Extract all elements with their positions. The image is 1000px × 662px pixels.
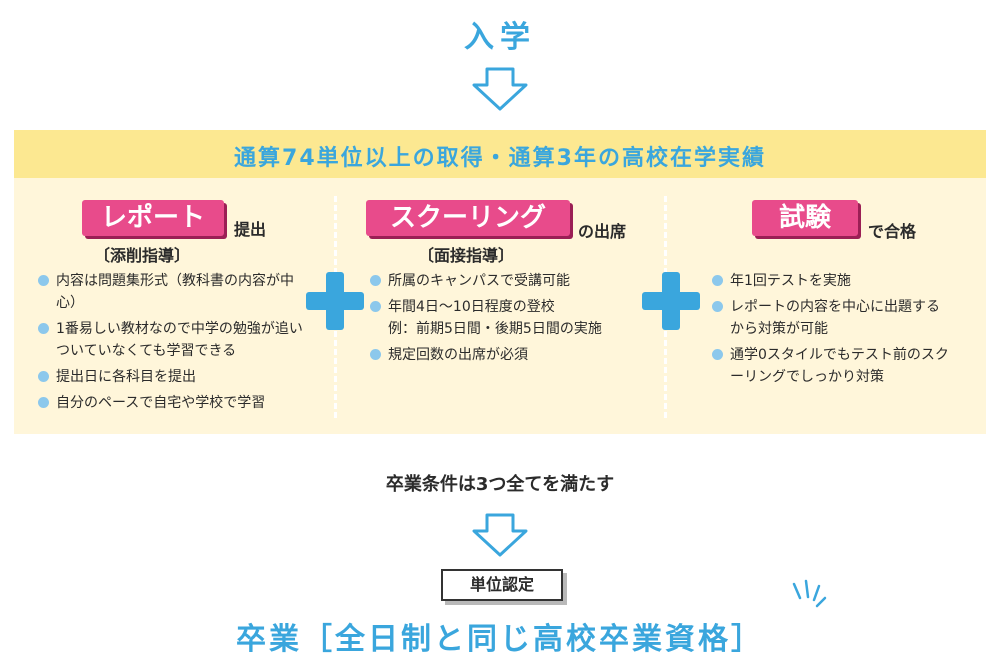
bullet-dot-icon — [38, 323, 49, 334]
list-item: 通学0スタイルでもテスト前のスクーリングでしっかり対策 — [712, 344, 952, 388]
report-list: 内容は問題集形式（教科書の内容が中心） 1番易しい教材なので中学の勉強が追いつい… — [38, 270, 308, 418]
list-item: 規定回数の出席が必須 — [370, 344, 640, 366]
bullet-dot-icon — [370, 275, 381, 286]
report-suffix: 提出 — [234, 220, 267, 239]
list-item: 1番易しい教材なので中学の勉強が追いついていなくても学習できる — [38, 318, 308, 362]
list-item: 年間4日〜10日程度の登校 例：前期5日間・後期5日間の実施 — [370, 296, 640, 340]
bullet-dot-icon — [712, 349, 723, 360]
list-item: レポートの内容を中心に出題するから対策が可能 — [712, 296, 952, 340]
bullet-dot-icon — [370, 301, 381, 312]
report-subtitle: 〔添削指導〕 — [94, 246, 191, 265]
spark-lines-icon — [792, 579, 827, 608]
bullet-dot-icon — [38, 397, 49, 408]
plus-icon — [642, 272, 700, 330]
list-item: 提出日に各科目を提出 — [38, 366, 308, 388]
final-result: 卒業［全日制と同じ高校卒業資格］ — [236, 622, 764, 657]
exam-tag: 試験 — [752, 200, 858, 236]
top-title: 入学 — [464, 20, 536, 55]
credit-badge: 単位認定 — [441, 569, 563, 601]
bullet-dot-icon — [370, 349, 381, 360]
down-arrow-icon — [472, 513, 528, 557]
requirements-band-text: 通算74単位以上の取得・通算3年の高校在学実績 — [234, 146, 766, 171]
list-item: 年1回テストを実施 — [712, 270, 952, 292]
list-item: 所属のキャンパスで受講可能 — [370, 270, 640, 292]
requirements-band — [14, 130, 986, 178]
exam-suffix: で合格 — [868, 222, 917, 241]
down-arrow-icon — [472, 67, 528, 111]
bullet-dot-icon — [38, 275, 49, 286]
schooling-tag: スクーリング — [366, 200, 570, 236]
bullet-dot-icon — [712, 301, 723, 312]
graduation-condition: 卒業条件は3つ全てを満たす — [385, 474, 615, 495]
report-tag: レポート — [82, 200, 224, 236]
list-item: 自分のペースで自宅や学校で学習 — [38, 392, 308, 414]
list-item: 内容は問題集形式（教科書の内容が中心） — [38, 270, 308, 314]
schooling-subtitle: 〔面接指導〕 — [418, 246, 515, 265]
plus-icon — [306, 272, 364, 330]
bullet-dot-icon — [38, 371, 49, 382]
schooling-suffix: の出席 — [578, 222, 627, 241]
bullet-dot-icon — [712, 275, 723, 286]
exam-list: 年1回テストを実施 レポートの内容を中心に出題するから対策が可能 通学0スタイル… — [712, 270, 952, 392]
schooling-list: 所属のキャンパスで受講可能 年間4日〜10日程度の登校 例：前期5日間・後期5日… — [370, 270, 640, 370]
